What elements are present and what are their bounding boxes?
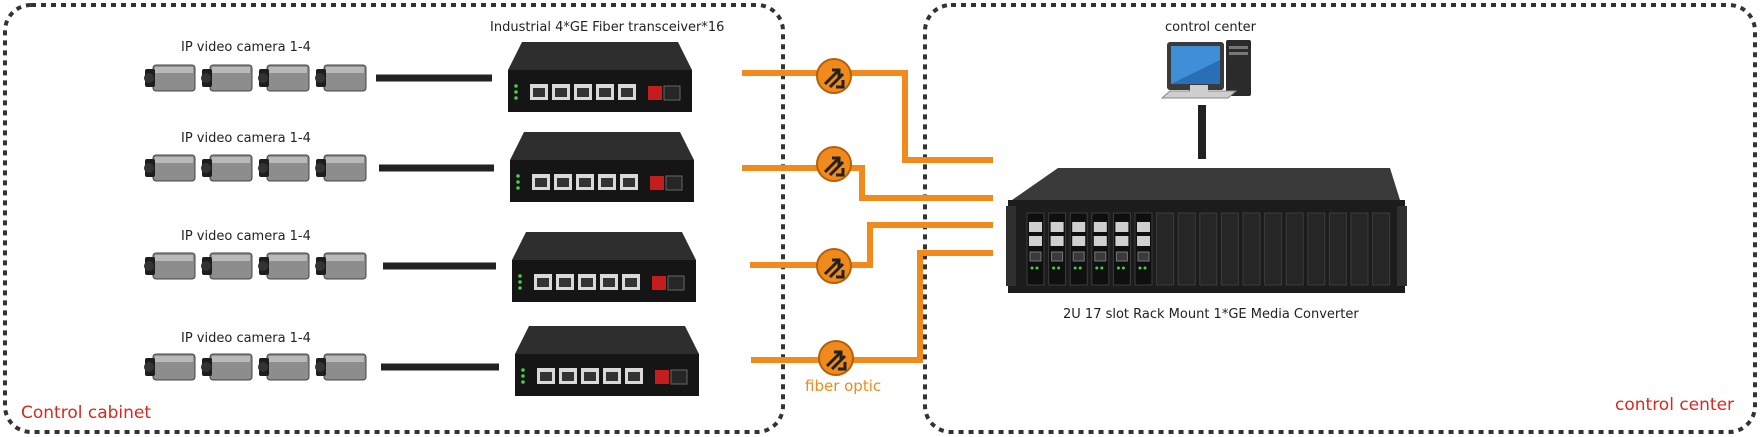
fiber-coupler-icon [816,58,852,94]
fiber-run-3 [750,222,993,268]
camera-groups [144,64,367,381]
control-cabinet-label: Control cabinet [21,403,152,423]
fiber-transceiver [508,42,692,112]
fiber-coupler-icon [818,340,854,376]
fiber-couplers [816,58,854,376]
rack-slot [1328,212,1347,286]
ethernet-links [376,74,499,371]
camera-group-label-3: IP video camera 1-4 [181,229,311,244]
rack-slot [1048,212,1067,286]
ip-camera-icon [144,252,196,280]
fiber-runs [742,70,993,363]
ip-camera-icon [201,154,253,182]
rack-media-converter [1006,168,1407,293]
diagram-title: Industrial 4*GE Fiber transceiver*16 [490,20,725,35]
ip-camera-icon [258,353,310,381]
ip-camera-icon [201,252,253,280]
rack-slot [1372,212,1391,286]
camera-group-label-2: IP video camera 1-4 [181,131,311,146]
ip-camera-icon [315,154,367,182]
control-cabinet-zone [3,3,785,434]
rack-slot [1307,212,1326,286]
rack-slot [1264,212,1283,286]
fiber-coupler-icon [816,248,852,284]
fiber-transceivers [508,42,699,396]
ip-camera-icon [201,353,253,381]
control-center-zone [923,3,1757,434]
ip-camera-icon [258,154,310,182]
rack-slot [1112,212,1131,286]
rack-slot [1177,212,1196,286]
rack-slot [1350,212,1369,286]
computer-icon [1160,40,1251,99]
rack-slot [1134,212,1153,286]
control-center-label: control center [1615,395,1735,415]
rack-slot [1199,212,1218,286]
rack-slot [1285,212,1304,286]
rack-slot [1069,212,1088,286]
rack-slot [1091,212,1110,286]
ip-camera-icon [144,64,196,92]
ip-camera-icon [315,64,367,92]
rack-slot [1026,212,1045,286]
rack-slots [1026,212,1391,286]
fiber-run-2 [742,165,993,201]
rack-slot [1156,212,1175,286]
fiber-run-1 [742,70,993,163]
camera-group-label-4: IP video camera 1-4 [181,331,311,346]
rack-label: 2U 17 slot Rack Mount 1*GE Media Convert… [1063,307,1359,322]
fiber-optic-label: fiber optic [805,377,882,395]
fiber-run-4 [751,250,993,363]
ip-camera-icon [315,353,367,381]
fiber-transceiver [515,326,699,396]
rack-slot [1242,212,1261,286]
rack-slot [1220,212,1239,286]
ip-camera-icon [144,154,196,182]
ip-camera-icon [144,353,196,381]
fiber-coupler-icon [816,146,852,182]
pc-label: control center [1165,20,1257,35]
ip-camera-icon [201,64,253,92]
ip-camera-icon [258,252,310,280]
ip-camera-icon [315,252,367,280]
fiber-transceiver [510,132,694,202]
fiber-transceiver [512,232,696,302]
camera-group-label-1: IP video camera 1-4 [181,40,311,55]
ip-camera-icon [258,64,310,92]
